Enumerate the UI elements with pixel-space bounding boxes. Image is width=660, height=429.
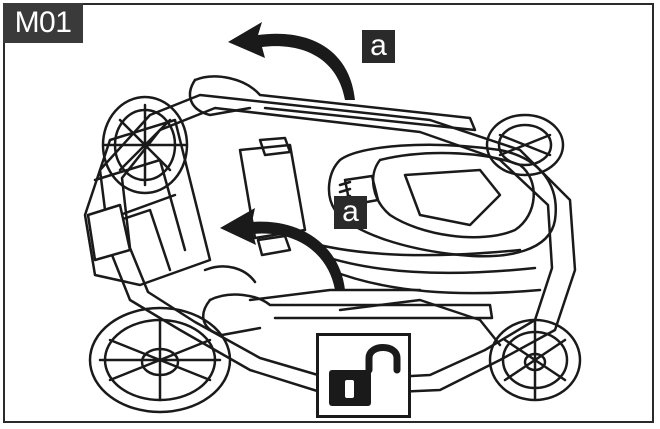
curved-arrow-left-icon [228, 22, 355, 100]
rear-left-wheel [101, 95, 189, 195]
cable-clip [238, 136, 307, 257]
callout-a-top: a [362, 30, 395, 63]
step-label: M01 [3, 3, 83, 43]
curved-arrow-left-icon [220, 208, 345, 290]
padlock-open-icon [329, 344, 401, 406]
front-left-wheel [88, 306, 232, 414]
unlock-symbol-box [316, 333, 411, 418]
callout-a-middle: a [334, 196, 367, 229]
front-right-wheel [488, 318, 582, 402]
rear-right-wheel [485, 113, 565, 177]
